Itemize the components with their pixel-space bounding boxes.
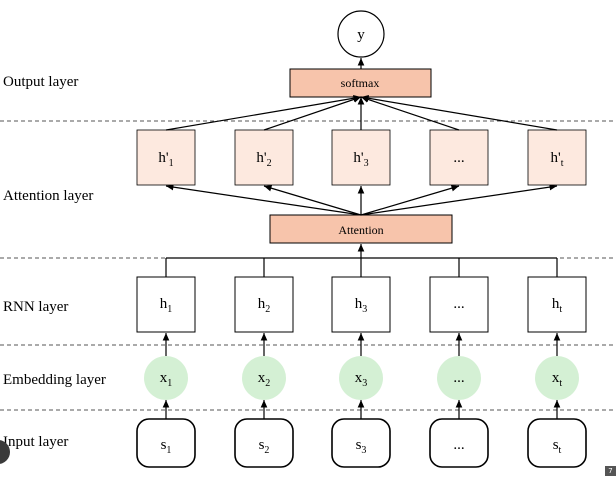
attention-output-node-label: h't <box>551 150 564 169</box>
corner-tag: 7 <box>605 466 616 476</box>
column-2: s2 x2 h2 h'2 <box>234 96 362 468</box>
svg-text:y: y <box>357 27 365 43</box>
rnn-node: h3 <box>331 276 391 333</box>
rnn-node: h2 <box>234 276 294 333</box>
hprime-to-softmax-arrow <box>360 96 460 131</box>
embedding-node: ... <box>437 356 481 400</box>
input-node: s3 <box>331 418 391 468</box>
embedding-node: x3 <box>339 356 383 400</box>
hprime-to-softmax-arrow <box>360 94 558 131</box>
embedding-node: x2 <box>242 356 286 400</box>
embedding-node-label: x1 <box>160 370 173 389</box>
embedding-node: x1 <box>144 356 188 400</box>
input-node: s1 <box>136 418 196 468</box>
attention-box: Attention <box>269 214 453 244</box>
rnn-node-label: ht <box>552 296 563 315</box>
embedding-node-label: xt <box>552 370 563 389</box>
attention-output-node: h'1 <box>136 129 196 186</box>
rnn-node: ... <box>429 276 489 333</box>
rnn-node-label: h2 <box>258 296 271 315</box>
column-5: st xt ht h't <box>360 94 587 468</box>
hprime-to-softmax-arrow <box>165 94 362 131</box>
input-node: st <box>527 418 587 468</box>
rnn-node-label: h3 <box>355 296 368 315</box>
rnn-node: h1 <box>136 276 196 333</box>
attention-output-node-label: h'1 <box>158 150 173 169</box>
attention-output-node-label: ... <box>453 150 464 166</box>
input-node-label: s2 <box>259 437 270 456</box>
attention-output-node-label: h'2 <box>256 150 271 169</box>
attention-output-node: ... <box>429 129 489 186</box>
softmax-box: softmax <box>289 68 432 98</box>
input-node-label: st <box>553 437 562 456</box>
embedding-node-label: ... <box>453 370 464 386</box>
columns: s1x1h1h'1s2x2h2h'2s3x3h3h'3............s… <box>136 94 587 468</box>
column-3: s3 x3 h3 h'3 <box>331 97 391 468</box>
layer-dividers <box>0 120 616 411</box>
attention-output-node: h'3 <box>331 129 391 186</box>
embedding-layer-label: Embedding layer <box>3 372 106 388</box>
embedding-node: xt <box>535 356 579 400</box>
corner-circle-button[interactable] <box>0 440 10 464</box>
attention-to-hprime-arrow <box>360 184 460 216</box>
rnn-layer-label: RNN layer <box>3 299 68 315</box>
attention-to-hprime-arrow <box>263 184 362 216</box>
attention-output-node: h'2 <box>234 129 294 186</box>
attention-to-hprime-arrow <box>360 183 558 216</box>
column-1: s1 x1 h1 h'1 <box>136 94 362 468</box>
input-node-label: s3 <box>356 437 367 456</box>
input-node-label: s1 <box>161 437 172 456</box>
attention-layer-label: Attention layer <box>3 188 93 204</box>
column-4: ............ <box>360 96 489 468</box>
hprime-to-softmax-arrow <box>263 96 362 131</box>
attention-output-node-label: h'3 <box>353 150 368 169</box>
input-node: ... <box>429 418 489 468</box>
embedding-node-label: x2 <box>258 370 271 389</box>
rnn-node-label: h1 <box>160 296 173 315</box>
rnn-node-label: ... <box>453 296 464 312</box>
output-node: y <box>337 10 385 58</box>
output-layer-label: Output layer <box>3 74 78 90</box>
embedding-node-label: x3 <box>355 370 368 389</box>
attention-to-hprime-arrow <box>165 183 362 216</box>
rnn-node: ht <box>527 276 587 333</box>
svg-text:softmax: softmax <box>341 76 380 90</box>
input-node-label: ... <box>453 437 464 453</box>
svg-text:Attention: Attention <box>338 223 383 237</box>
attention-output-node: h't <box>527 129 587 186</box>
input-layer-label: Input layer <box>3 434 68 450</box>
input-node: s2 <box>234 418 294 468</box>
